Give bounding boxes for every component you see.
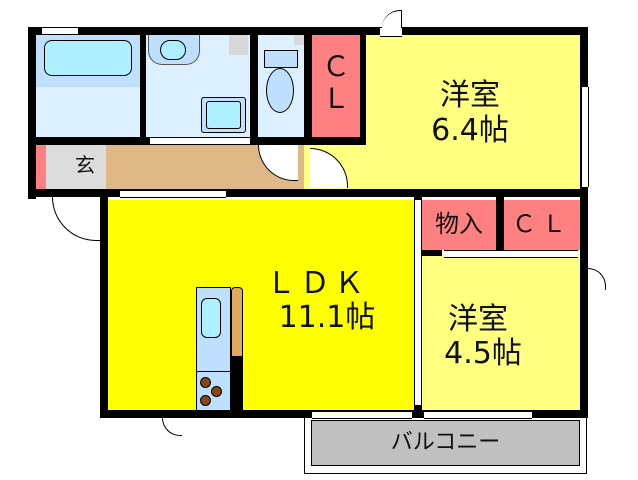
sliding-door-room2: [414, 200, 422, 405]
wall-right: [580, 27, 588, 417]
room2-exit-door[interactable]: [588, 268, 606, 290]
toilet-bowl-icon: [266, 68, 294, 113]
western-room-2: [422, 254, 580, 410]
wall-hall-bottom: [28, 189, 588, 197]
wall-bath-wash: [140, 35, 146, 145]
closet-storage: [422, 200, 496, 250]
wall-wash-toilet: [250, 35, 258, 145]
wall-top: [28, 27, 588, 35]
balcony-label: バルコニー: [390, 430, 501, 455]
shaft: [229, 35, 248, 55]
shaft-2: [294, 35, 304, 45]
bathtub-icon: [44, 40, 132, 76]
wall-cl-room: [360, 35, 366, 145]
ldk: [108, 200, 414, 410]
closet-cl-1-label-l: Ｌ: [321, 82, 350, 115]
closet-cl-2-label: ＣＬ: [512, 210, 572, 238]
kitchen-side-counter: [231, 287, 243, 357]
entrance-door[interactable]: [52, 197, 100, 241]
western-room-2-name: 洋室: [448, 302, 508, 337]
window-room2-bottom: [424, 411, 532, 419]
closet-cl-1-label-c: Ｃ: [321, 50, 350, 83]
burner-icon-1: [200, 377, 211, 388]
kitchen-partition: [231, 357, 243, 412]
ldk-size: 11.1帖: [278, 300, 376, 335]
sliding-door-wash: [150, 137, 250, 145]
ldk-exit-door[interactable]: [162, 418, 182, 436]
balcony: [311, 420, 580, 466]
wall-closets-divider: [496, 197, 504, 254]
window-room1-top: [380, 27, 402, 37]
closet-doors: [444, 250, 578, 258]
window-ldk-bottom: [312, 411, 412, 419]
closet-cl-2: [504, 200, 580, 250]
burner-icon-2: [211, 386, 222, 397]
closet-cl-1: [312, 35, 360, 137]
window-room1-right: [581, 87, 589, 187]
western-room-2-size: 4.5帖: [444, 336, 522, 371]
wall-left-upper: [28, 27, 36, 199]
closet-storage-label: 物入: [435, 210, 483, 238]
washing-machine-drum-icon: [206, 101, 241, 129]
toilet-tank-icon: [264, 50, 298, 68]
sliding-door-ldk: [120, 190, 226, 198]
western-room-1-name: 洋室: [440, 78, 500, 113]
wall-closets-bottom: [422, 250, 442, 256]
shoe-closet: [36, 145, 46, 189]
burner-icon-3: [200, 395, 211, 406]
window-bath: [42, 27, 78, 35]
washbasin-bowl-icon: [160, 40, 186, 60]
sink-icon: [201, 298, 221, 338]
ldk-name: ＬＤＫ: [266, 266, 368, 301]
wall-toilet-cl: [304, 35, 312, 145]
wall-ldk-left: [100, 192, 108, 418]
entrance: [36, 145, 106, 189]
western-room-1-size: 6.4帖: [431, 113, 509, 148]
stove-divider: [196, 371, 231, 372]
room1-exit-door[interactable]: [382, 10, 402, 28]
entrance-label: 玄: [75, 153, 95, 177]
western-room-1: [360, 35, 580, 190]
